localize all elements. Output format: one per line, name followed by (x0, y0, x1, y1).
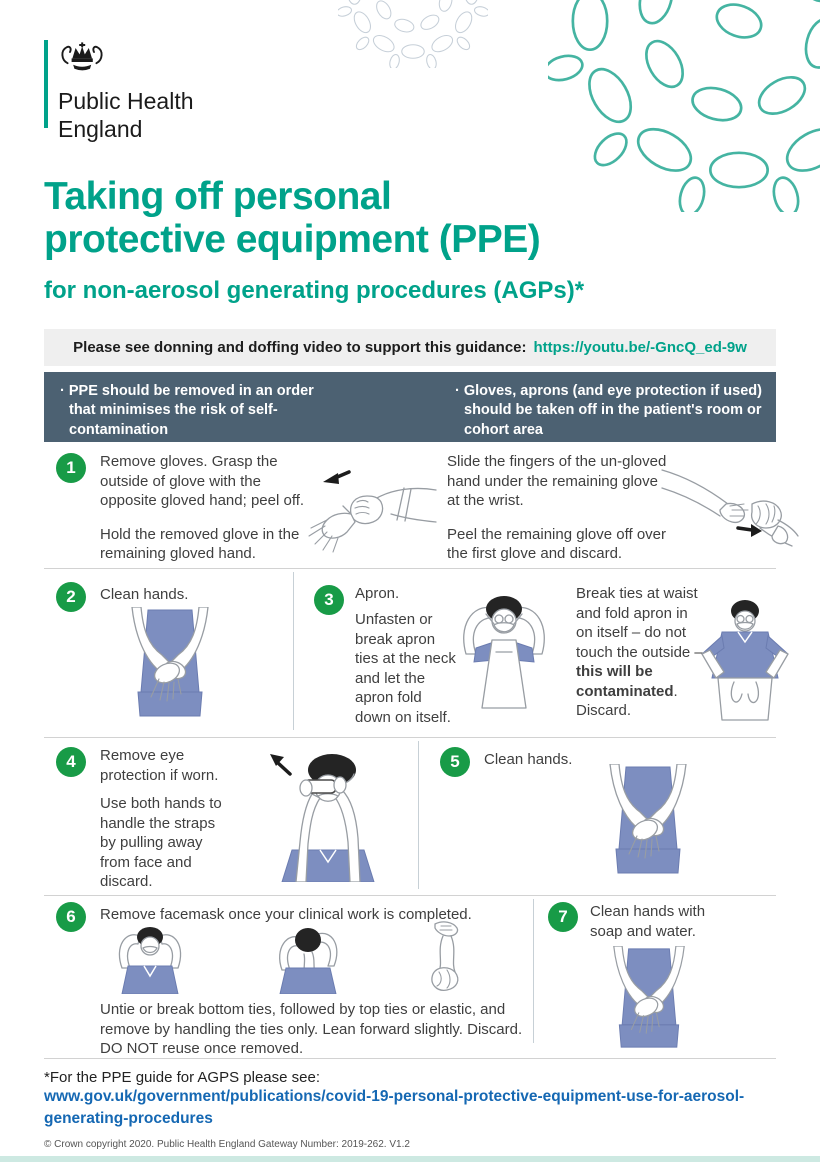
virus-outline-icon-teal (548, 0, 820, 212)
logo-teal-bar (44, 40, 48, 128)
page-subtitle: for non-aerosol generating procedures (A… (44, 277, 585, 304)
step-3-p2-post: . Discard. (576, 682, 678, 720)
clean-hands-illustration (131, 607, 209, 717)
eye-protection-removal-illustration (270, 754, 375, 882)
step-1-p3: Slide the fingers of the un-gloved hand … (447, 453, 667, 509)
crown-icon (61, 42, 103, 71)
copyright-text: © Crown copyright 2020. Public Health En… (44, 1139, 410, 1150)
step-1-p4: Peel the remaining glove off over the fi… (447, 525, 667, 563)
bottom-accent-bar (0, 1156, 820, 1162)
step-6-title: Remove facemask once your clinical work … (100, 906, 472, 923)
glove-slide-illustration (661, 469, 799, 547)
step-6-p1: Untie or break bottom ties, followed by … (100, 1001, 523, 1057)
clean-hands-illustration (613, 946, 685, 1048)
row-divider (44, 737, 776, 738)
step-4-p1: Remove eye protection if worn. (100, 747, 219, 784)
page-title: Taking off personal protective equipment… (44, 175, 541, 262)
step-7-label: Clean hands with soap and water. (590, 903, 706, 940)
row-divider (44, 895, 776, 896)
apron-waist-fold-illustration (701, 600, 789, 721)
step-5-badge: 5 (440, 747, 470, 777)
column-divider (293, 572, 294, 730)
phe-logo-text: Public Health England (58, 88, 194, 143)
column-divider (418, 741, 419, 889)
step-3-p2-pre: Break ties at waist and fold apron in on… (576, 585, 703, 661)
step-5-label: Clean hands. (484, 751, 573, 768)
step-4-p2: Use both hands to handle the straps by p… (100, 795, 222, 890)
facemask-untie-front-illustration (118, 927, 182, 994)
logo-line2: England (58, 115, 143, 142)
step-3-p2: Break ties at waist and fold apron in on… (576, 584, 708, 721)
banner-text: Please see donning and doffing video to … (73, 339, 527, 356)
facemask-untie-rear-illustration (279, 928, 338, 994)
key-point-removal-order: PPE should be removed in an order that m… (60, 382, 317, 440)
key-point-location: Gloves, aprons (and eye protection if us… (455, 382, 794, 440)
footer-note: *For the PPE guide for AGPS please see: (44, 1069, 320, 1086)
step-3-title: Apron. (355, 585, 400, 602)
step-1-text-left: Remove gloves. Grasp the outside of glov… (100, 452, 310, 578)
video-banner: Please see donning and doffing video to … (44, 329, 776, 366)
video-link[interactable]: https://youtu.be/-GncQ_ed-9w (533, 339, 747, 356)
step-2-badge: 2 (56, 582, 86, 612)
key-points-header: PPE should be removed in an order that m… (44, 372, 776, 442)
clean-hands-illustration (609, 764, 687, 874)
step-3-badge: 3 (314, 585, 344, 615)
logo-line1: Public Health (58, 88, 194, 114)
glove-peel-illustration (308, 470, 437, 553)
step-4-badge: 4 (56, 747, 86, 777)
title-line2: protective equipment (PPE) (44, 217, 541, 261)
step-3-p2-bold: this will be contaminated (576, 663, 674, 700)
step-6-badge: 6 (56, 902, 86, 932)
step-2-label: Clean hands. (100, 586, 189, 603)
step-1-p1: Remove gloves. Grasp the outside of glov… (100, 453, 305, 509)
step-3-p1: Unfasten or break apron ties at the neck… (355, 611, 456, 726)
step-1-badge: 1 (56, 453, 86, 483)
apron-neck-untie-illustration (463, 596, 545, 709)
title-line1: Taking off personal (44, 175, 392, 218)
column-divider (533, 899, 534, 1043)
virus-outline-icon-gray (338, 0, 488, 68)
mask-held-by-ties-illustration (431, 921, 459, 991)
step-1-p2: Hold the removed glove in the remaining … (100, 525, 300, 563)
row-divider (44, 568, 776, 569)
step-1-text-right: Slide the fingers of the un-gloved hand … (447, 452, 672, 578)
gov-uk-link[interactable]: www.gov.uk/government/publications/covid… (44, 1088, 745, 1128)
row-divider (44, 1058, 776, 1059)
step-7-badge: 7 (548, 902, 578, 932)
